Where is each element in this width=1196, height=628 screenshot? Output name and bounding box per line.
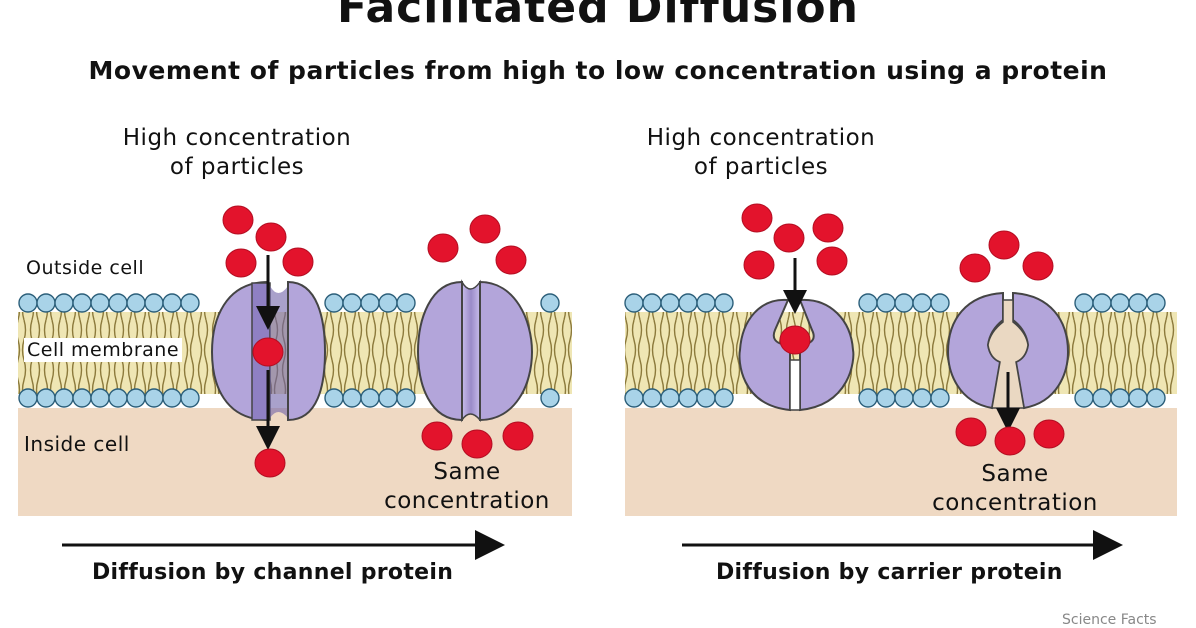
phospholipid-heads-inner — [18, 388, 560, 408]
phospholipid-head — [1128, 293, 1148, 313]
phospholipid-head — [876, 388, 896, 408]
phospholipid-head — [678, 293, 698, 313]
phospholipid-head — [894, 293, 914, 313]
phospholipid-heads-inner — [624, 388, 1166, 408]
phospholipid-heads-outer — [18, 293, 560, 313]
phospholipid-head — [1146, 388, 1166, 408]
phospholipid-head — [876, 293, 896, 313]
phospholipid-head — [1074, 388, 1094, 408]
phospholipid-head — [930, 293, 950, 313]
phospholipid-head — [930, 388, 950, 408]
inside-cell-label: Inside cell — [24, 432, 130, 456]
carrier-protein-open-outside — [738, 298, 855, 412]
phospholipid-head — [360, 388, 380, 408]
phospholipid-head — [714, 293, 734, 313]
phospholipid-head — [642, 293, 662, 313]
phospholipid-head — [36, 293, 56, 313]
phospholipid-head — [90, 293, 110, 313]
phospholipid-head — [342, 293, 362, 313]
phospholipid-head — [540, 388, 560, 408]
phospholipid-head — [162, 388, 182, 408]
phospholipid-head — [162, 293, 182, 313]
phospholipid-head — [126, 388, 146, 408]
phospholipid-head — [912, 388, 932, 408]
phospholipid-head — [180, 388, 200, 408]
phospholipid-head — [660, 388, 680, 408]
carrier-protein-open-inside — [946, 291, 1070, 410]
phospholipid-head — [144, 388, 164, 408]
phospholipid-head — [360, 293, 380, 313]
phospholipid-head — [714, 388, 734, 408]
inside-cell-region — [625, 408, 1177, 516]
phospholipid-heads-outer — [624, 293, 1166, 313]
membrane-core — [625, 312, 1177, 394]
phospholipid-head — [72, 293, 92, 313]
phospholipid-head — [912, 293, 932, 313]
phospholipid-head — [72, 388, 92, 408]
high-concentration-label-left: High concentration of particles — [122, 125, 352, 180]
page-title: Facilitated Diffusion — [337, 0, 859, 33]
phospholipid-head — [858, 293, 878, 313]
phospholipid-head — [342, 388, 362, 408]
phospholipid-head — [894, 388, 914, 408]
same-concentration-label-right: Same concentration — [932, 461, 1098, 516]
phospholipid-head — [678, 388, 698, 408]
same-concentration-label-left: Same concentration — [384, 459, 550, 514]
phospholipid-head — [1110, 388, 1130, 408]
phospholipid-head — [1146, 293, 1166, 313]
inside-cell-region — [18, 408, 572, 516]
phospholipid-head — [396, 293, 416, 313]
phospholipid-head — [180, 293, 200, 313]
phospholipid-head — [696, 388, 716, 408]
phospholipid-head — [624, 388, 644, 408]
particles-right — [741, 203, 1065, 456]
phospholipid-head — [642, 388, 662, 408]
phospholipid-head — [324, 293, 344, 313]
phospholipid-head — [378, 293, 398, 313]
cell-membrane-label: Cell membrane — [24, 338, 183, 362]
phospholipid-head — [18, 388, 38, 408]
phospholipid-head — [90, 388, 110, 408]
phospholipid-head — [378, 388, 398, 408]
carrier-panel — [624, 203, 1177, 560]
high-concentration-label-right: High concentration of particles — [646, 125, 876, 180]
phospholipid-head — [1074, 293, 1094, 313]
phospholipid-head — [54, 388, 74, 408]
phospholipid-head — [696, 293, 716, 313]
phospholipid-head — [108, 293, 128, 313]
phospholipid-head — [54, 293, 74, 313]
phospholipid-head — [324, 388, 344, 408]
page-subtitle: Movement of particles from high to low c… — [88, 56, 1108, 85]
particles-left — [222, 205, 534, 478]
phospholipid-head — [18, 293, 38, 313]
phospholipid-head — [1092, 388, 1112, 408]
outside-cell-label: Outside cell — [26, 257, 145, 279]
phospholipid-head — [624, 293, 644, 313]
phospholipid-head — [144, 293, 164, 313]
phospholipid-head — [126, 293, 146, 313]
phospholipid-head — [1092, 293, 1112, 313]
carrier-caption: Diffusion by carrier protein — [716, 560, 1063, 585]
phospholipid-head — [1128, 388, 1148, 408]
watermark-logo: Science Facts — [1062, 612, 1157, 628]
phospholipid-head — [36, 388, 56, 408]
phospholipid-head — [108, 388, 128, 408]
phospholipid-head — [396, 388, 416, 408]
channel-protein-idle — [416, 279, 534, 423]
phospholipid-head — [540, 293, 560, 313]
channel-panel — [18, 205, 572, 560]
phospholipid-head — [660, 293, 680, 313]
phospholipid-head — [858, 388, 878, 408]
phospholipid-head — [1110, 293, 1130, 313]
channel-caption: Diffusion by channel protein — [92, 560, 454, 585]
